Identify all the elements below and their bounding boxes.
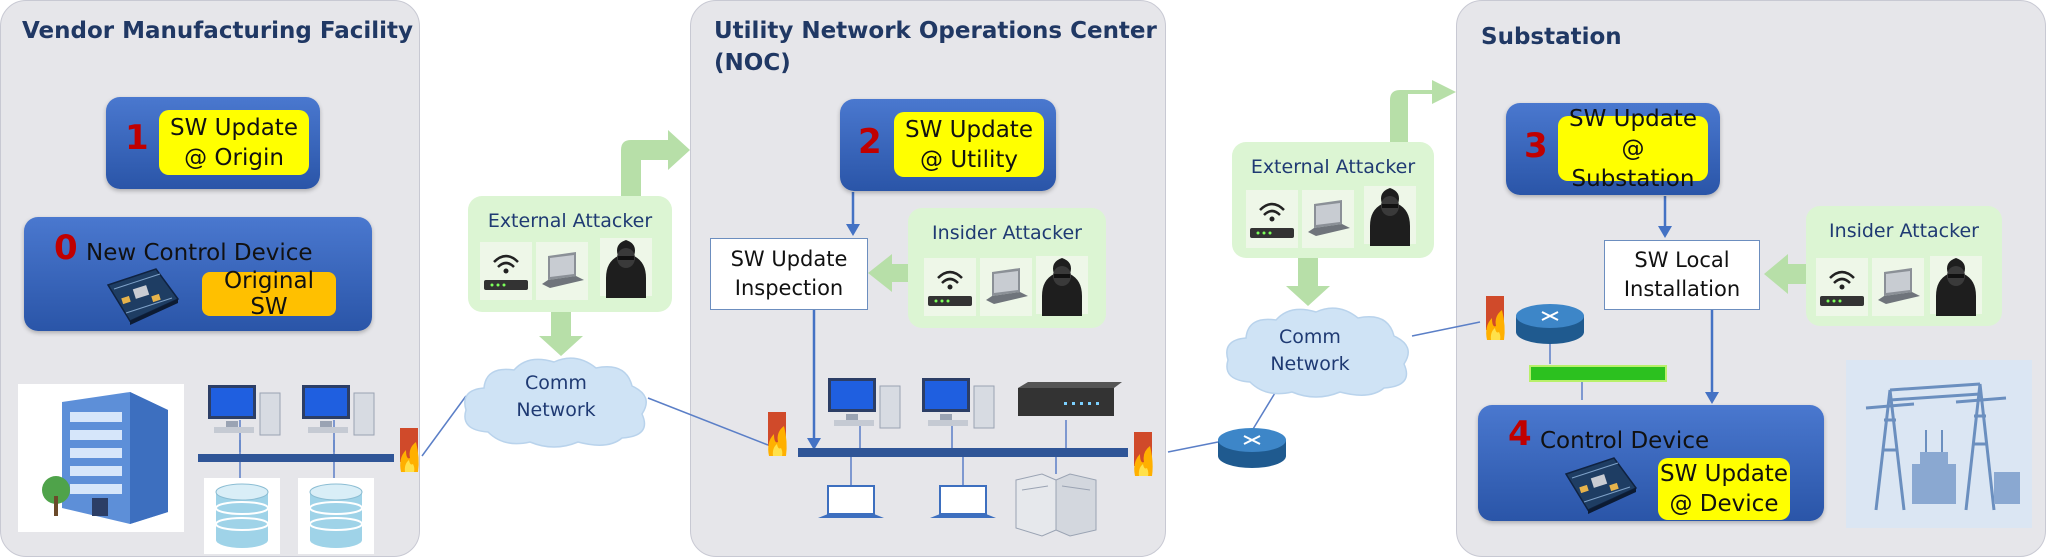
comm-line2: Network	[516, 399, 596, 421]
workstation-icon	[208, 385, 281, 436]
hacker-icon[interactable]	[1036, 256, 1088, 316]
hacker-icon[interactable]	[1930, 256, 1982, 316]
vendor-bus	[198, 454, 394, 462]
noc-bus	[798, 448, 1128, 457]
control-device-label: Control Device	[1540, 428, 1710, 454]
utility-line1: SW Update	[905, 116, 1033, 143]
external-attacker-label: External Attacker	[487, 210, 653, 232]
circuit-board-icon	[1564, 457, 1638, 514]
laptop-icon[interactable]	[1872, 258, 1924, 316]
wifi-router-icon[interactable]	[1816, 258, 1868, 316]
laptop-icon[interactable]	[1302, 190, 1354, 248]
comm-network-label: Comm Network	[1220, 324, 1400, 378]
firewall-icon	[400, 428, 419, 472]
network-switch-icon	[1018, 382, 1122, 416]
comm-network-label: Comm Network	[458, 370, 654, 424]
origin-line2: @ Origin	[184, 144, 284, 171]
noc-title-line2: (NOC)	[714, 50, 791, 76]
device-line2: @ Device	[1669, 491, 1779, 517]
noc-title-line1: Utility Network Operations Center	[714, 18, 1157, 44]
laptop-icon[interactable]	[980, 258, 1032, 316]
comm-line1: Comm	[1279, 326, 1341, 348]
substation-title: Substation	[1481, 24, 1622, 50]
utility-line2: @ Utility	[920, 146, 1018, 173]
substation-update-label: SW Update @ Substation	[1558, 106, 1708, 192]
power-substation-icon	[1846, 360, 2032, 528]
local-line1: SW Local	[1634, 248, 1730, 272]
hacker-icon[interactable]	[1364, 186, 1416, 246]
hacker-icon[interactable]	[600, 238, 652, 298]
laptop-icon[interactable]	[536, 242, 588, 300]
wifi-router-icon[interactable]	[480, 242, 532, 300]
firewall-icon	[1134, 432, 1153, 476]
laptop-icon	[930, 485, 996, 518]
flow-arrows	[807, 192, 1719, 450]
step-1-number: 1	[125, 118, 149, 158]
device-line1: SW Update	[1660, 461, 1788, 487]
step-2-number: 2	[858, 122, 882, 162]
origin-line1: SW Update	[170, 114, 298, 141]
circuit-board-icon	[106, 268, 180, 325]
wifi-router-icon[interactable]	[1246, 190, 1298, 248]
firewall-icon	[768, 412, 787, 456]
device-update-label: SW Update @ Device	[1658, 458, 1790, 520]
substation-bus	[1529, 365, 1667, 382]
insider-attacker-label: Insider Attacker	[932, 222, 1082, 244]
comm-line2: Network	[1270, 353, 1350, 375]
substation-line1: SW Update	[1569, 105, 1697, 132]
comm-line1: Comm	[525, 372, 587, 394]
insider-attacker-label: Insider Attacker	[1829, 220, 1979, 242]
router-icon	[1218, 428, 1286, 468]
step-3-number: 3	[1524, 126, 1548, 166]
external-attacker-label: External Attacker	[1250, 156, 1416, 178]
vendor-title: Vendor Manufacturing Facility	[22, 18, 414, 44]
database-icon	[204, 478, 280, 554]
workstation-icon	[302, 385, 375, 436]
server-icon	[1015, 473, 1097, 537]
database-icon	[298, 478, 374, 554]
step-0-number: 0	[54, 228, 78, 268]
local-line2: Installation	[1623, 277, 1741, 301]
substation-line2: @ Substation	[1571, 135, 1695, 192]
step-4-number: 4	[1508, 414, 1532, 454]
inspection-line1: SW Update	[730, 247, 848, 271]
origin-update-label: SW Update @ Origin	[159, 110, 309, 175]
laptop-icon	[818, 485, 884, 518]
local-installation-box: SW Local Installation	[1604, 240, 1760, 310]
comm-network-cloud	[464, 357, 647, 448]
workstation-icon	[922, 378, 995, 429]
building-icon	[18, 384, 184, 532]
comm-network-cloud	[1226, 307, 1409, 398]
original-sw-label: Original SW	[202, 268, 336, 320]
router-icon	[1516, 304, 1584, 344]
workstation-icon	[828, 378, 901, 429]
utility-update-label: SW Update @ Utility	[894, 112, 1044, 177]
attacker-arrows	[539, 80, 1806, 356]
new-device-label: New Control Device	[86, 240, 313, 266]
update-inspection-box: SW Update Inspection	[710, 238, 868, 310]
wifi-router-icon[interactable]	[924, 258, 976, 316]
firewall-icon	[1486, 296, 1505, 340]
inspection-line2: Inspection	[734, 276, 844, 300]
